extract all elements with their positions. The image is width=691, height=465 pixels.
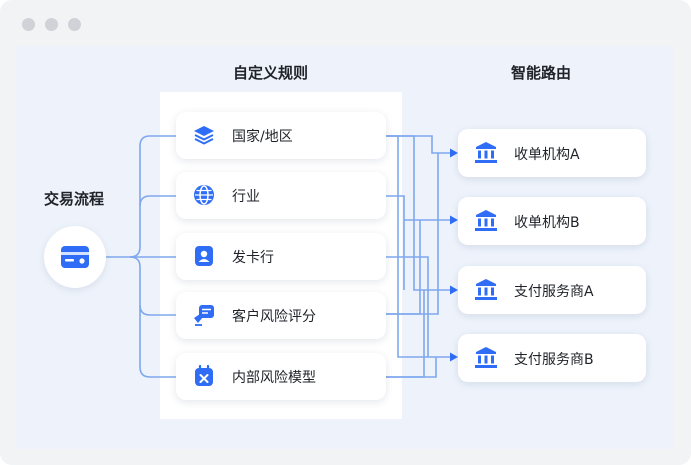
route-label: 支付服务商A [514, 284, 594, 300]
rule-card-country-region[interactable]: 国家/地区 [176, 112, 386, 159]
connector-rule-5 [129, 256, 176, 378]
arrowhead-route-1 [450, 148, 458, 158]
route-label: 收单机构B [514, 215, 580, 231]
risk-score-icon [194, 305, 214, 326]
bank-icon [475, 347, 497, 368]
route-card-acquirer-a[interactable]: 收单机构A [458, 129, 646, 177]
rule-label: 发卡行 [232, 250, 274, 266]
rules-column-title: 自定义规则 [233, 64, 309, 82]
layers-icon [194, 126, 214, 145]
rule-card-issuer[interactable]: 发卡行 [176, 233, 386, 280]
bank-icon [475, 210, 497, 231]
bank-icon [475, 142, 497, 163]
route-card-psp-b[interactable]: 支付服务商B [458, 334, 646, 382]
globe-icon [194, 185, 214, 205]
arrowhead-route-2 [450, 215, 458, 225]
credit-card-icon [61, 246, 89, 268]
rule-label: 国家/地区 [232, 129, 293, 145]
rule-card-customer-risk-score[interactable]: 客户风险评分 [176, 292, 386, 339]
connector-rule-4 [139, 304, 176, 316]
route-card-acquirer-b[interactable]: 收单机构B [458, 197, 646, 245]
connector-rule-2 [139, 195, 176, 207]
connector-rule-1 [129, 135, 176, 258]
arrowhead-route-4 [450, 352, 458, 362]
arrowhead-route-3 [450, 285, 458, 295]
window-dot-minimize[interactable] [45, 18, 58, 31]
rule-label: 内部风险模型 [232, 370, 316, 386]
routing-column-title: 智能路由 [511, 64, 572, 82]
rule-label: 行业 [232, 189, 260, 205]
rule-card-industry[interactable]: 行业 [176, 172, 386, 219]
id-card-icon [195, 246, 213, 266]
route-label: 支付服务商B [514, 352, 594, 368]
window-dot-maximize[interactable] [68, 18, 81, 31]
bank-icon [475, 279, 497, 300]
window-dot-close[interactable] [22, 18, 35, 31]
rule-label: 客户风险评分 [232, 309, 316, 325]
rule-card-internal-risk-model[interactable]: 内部风险模型 [176, 353, 386, 400]
route-card-psp-a[interactable]: 支付服务商A [458, 266, 646, 314]
risk-model-icon [195, 365, 213, 386]
transaction-node[interactable] [44, 226, 106, 288]
transaction-title: 交易流程 [44, 190, 105, 208]
route-label: 收单机构A [514, 147, 580, 163]
